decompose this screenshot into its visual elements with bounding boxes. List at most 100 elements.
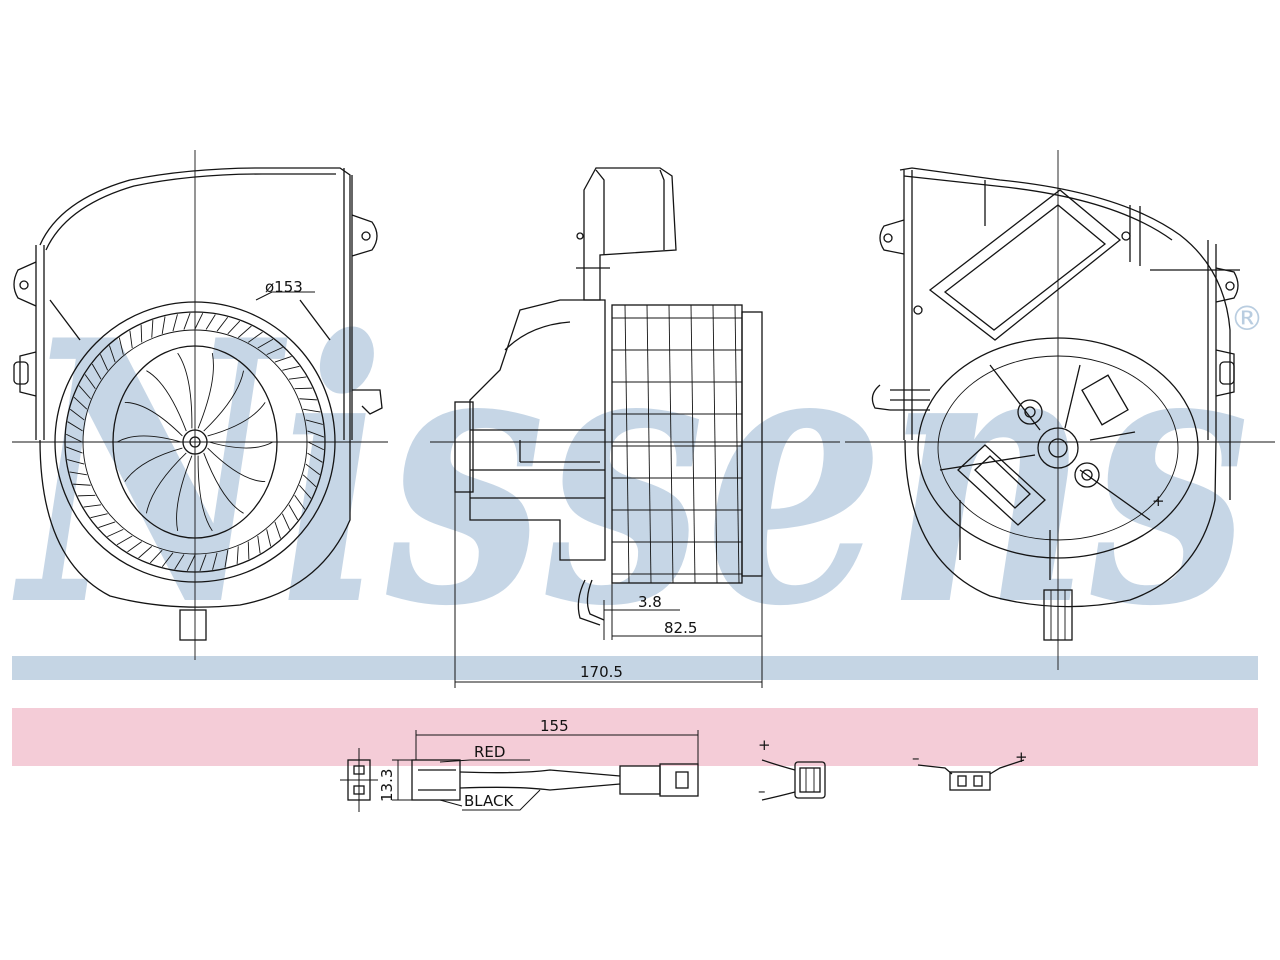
hub-spoke (146, 370, 187, 432)
fan-blade (84, 374, 96, 389)
fan-blade (161, 552, 174, 568)
fan-blade (307, 452, 323, 463)
fan-blade (227, 320, 241, 335)
fan-blade (108, 345, 116, 363)
fan-blade (161, 316, 166, 334)
back-view: + (845, 150, 1275, 670)
wheel-blade (646, 304, 652, 584)
fan-blade (140, 324, 143, 343)
black-wire-label: BLACK (464, 792, 514, 810)
connector-height-label: 13.3 (378, 769, 396, 802)
fan-blade (266, 529, 272, 547)
fan-blade (307, 430, 325, 438)
fan-blade (186, 554, 196, 571)
fan-blade (274, 521, 282, 539)
hub-spoke (145, 452, 187, 514)
fan-blade (194, 313, 204, 330)
cable-detail: 13.3 155 RED BLACK (340, 717, 699, 812)
fan-blade (257, 338, 274, 349)
wheel-blade (734, 304, 740, 584)
overall-width-label: 170.5 (580, 663, 623, 681)
hub-spoke (207, 447, 266, 483)
wheel-blade (624, 304, 630, 584)
wheel-blade (668, 304, 674, 584)
fan-blade (305, 463, 321, 476)
fan-blade (83, 504, 102, 508)
cable-length-label: 155 (540, 717, 569, 735)
hub-spoke (116, 435, 182, 443)
fan-blade (78, 385, 91, 400)
socket-polarity: – + (912, 748, 1028, 791)
plug-plus-label: + (758, 736, 771, 754)
fan-blade (299, 484, 312, 499)
hub-spoke (203, 370, 245, 432)
fan-blade (288, 376, 307, 380)
fan-blade (116, 535, 133, 546)
fan-blade (305, 419, 323, 425)
fan-blade (224, 550, 229, 568)
fan-blade (212, 552, 218, 570)
fan-blade (248, 331, 263, 343)
fan-blade (172, 314, 178, 332)
hub-spoke (207, 402, 266, 437)
socket-minus-label: – (912, 749, 920, 767)
fan-blade (69, 408, 85, 421)
fan-blade (67, 459, 85, 465)
fan-blade (149, 549, 163, 564)
fan-blade (118, 337, 124, 355)
fan-blade (91, 363, 102, 380)
fan-blade (99, 354, 109, 371)
diameter-label: ø153 (265, 278, 303, 296)
fan-blade (199, 554, 207, 572)
fan-blade (294, 495, 306, 510)
hub-spoke (203, 452, 244, 514)
hub-spokes (116, 352, 274, 532)
pink-band (12, 708, 1258, 766)
hub-spoke (124, 447, 183, 482)
wheel-vanes (612, 304, 742, 584)
fan-blade (302, 474, 317, 488)
fan-blade (237, 325, 252, 338)
fan-blade (266, 346, 283, 356)
hub-spoke (197, 353, 214, 429)
fan-blade (236, 546, 239, 564)
fan-blade (129, 330, 133, 349)
fan-blade (294, 387, 313, 390)
hub-spoke (176, 455, 193, 531)
hub-spoke (177, 352, 193, 429)
fan-blade (303, 408, 321, 413)
fan-blade (288, 504, 299, 521)
fan-blade (107, 528, 124, 538)
fan-blade (66, 433, 83, 443)
fan-blade (274, 355, 292, 363)
wheel-blade (712, 304, 718, 584)
fan-blade (67, 421, 83, 432)
socket-plus-label: + (1015, 748, 1028, 766)
fan-blade (151, 320, 154, 338)
fan-blade (174, 554, 185, 570)
plug-minus-label: – (758, 782, 766, 800)
fan-blade (257, 535, 261, 554)
fan-blade (73, 483, 91, 486)
red-wire-label: RED (474, 743, 505, 761)
fan-blade (282, 365, 300, 371)
fan-blade (127, 541, 142, 553)
side-view: 3.8 82.5 170.5 (430, 167, 840, 688)
fan-blade (281, 513, 291, 530)
front-view: ø153 (12, 150, 388, 660)
fan-blade (69, 471, 87, 476)
hub-spoke (124, 401, 183, 437)
wheel-width-label: 82.5 (664, 619, 697, 637)
plug-polarity: + – (758, 736, 826, 801)
fan-blade (247, 541, 250, 560)
fan-blades (65, 312, 325, 572)
offset-label: 3.8 (638, 593, 662, 611)
fan-blade (138, 546, 153, 559)
registered-mark: ® (1230, 299, 1264, 339)
fan-blade (216, 316, 229, 332)
fan-blade (77, 494, 96, 497)
fan-blade (307, 441, 324, 451)
hub-spoke (197, 455, 213, 532)
fan-blade (98, 521, 116, 529)
